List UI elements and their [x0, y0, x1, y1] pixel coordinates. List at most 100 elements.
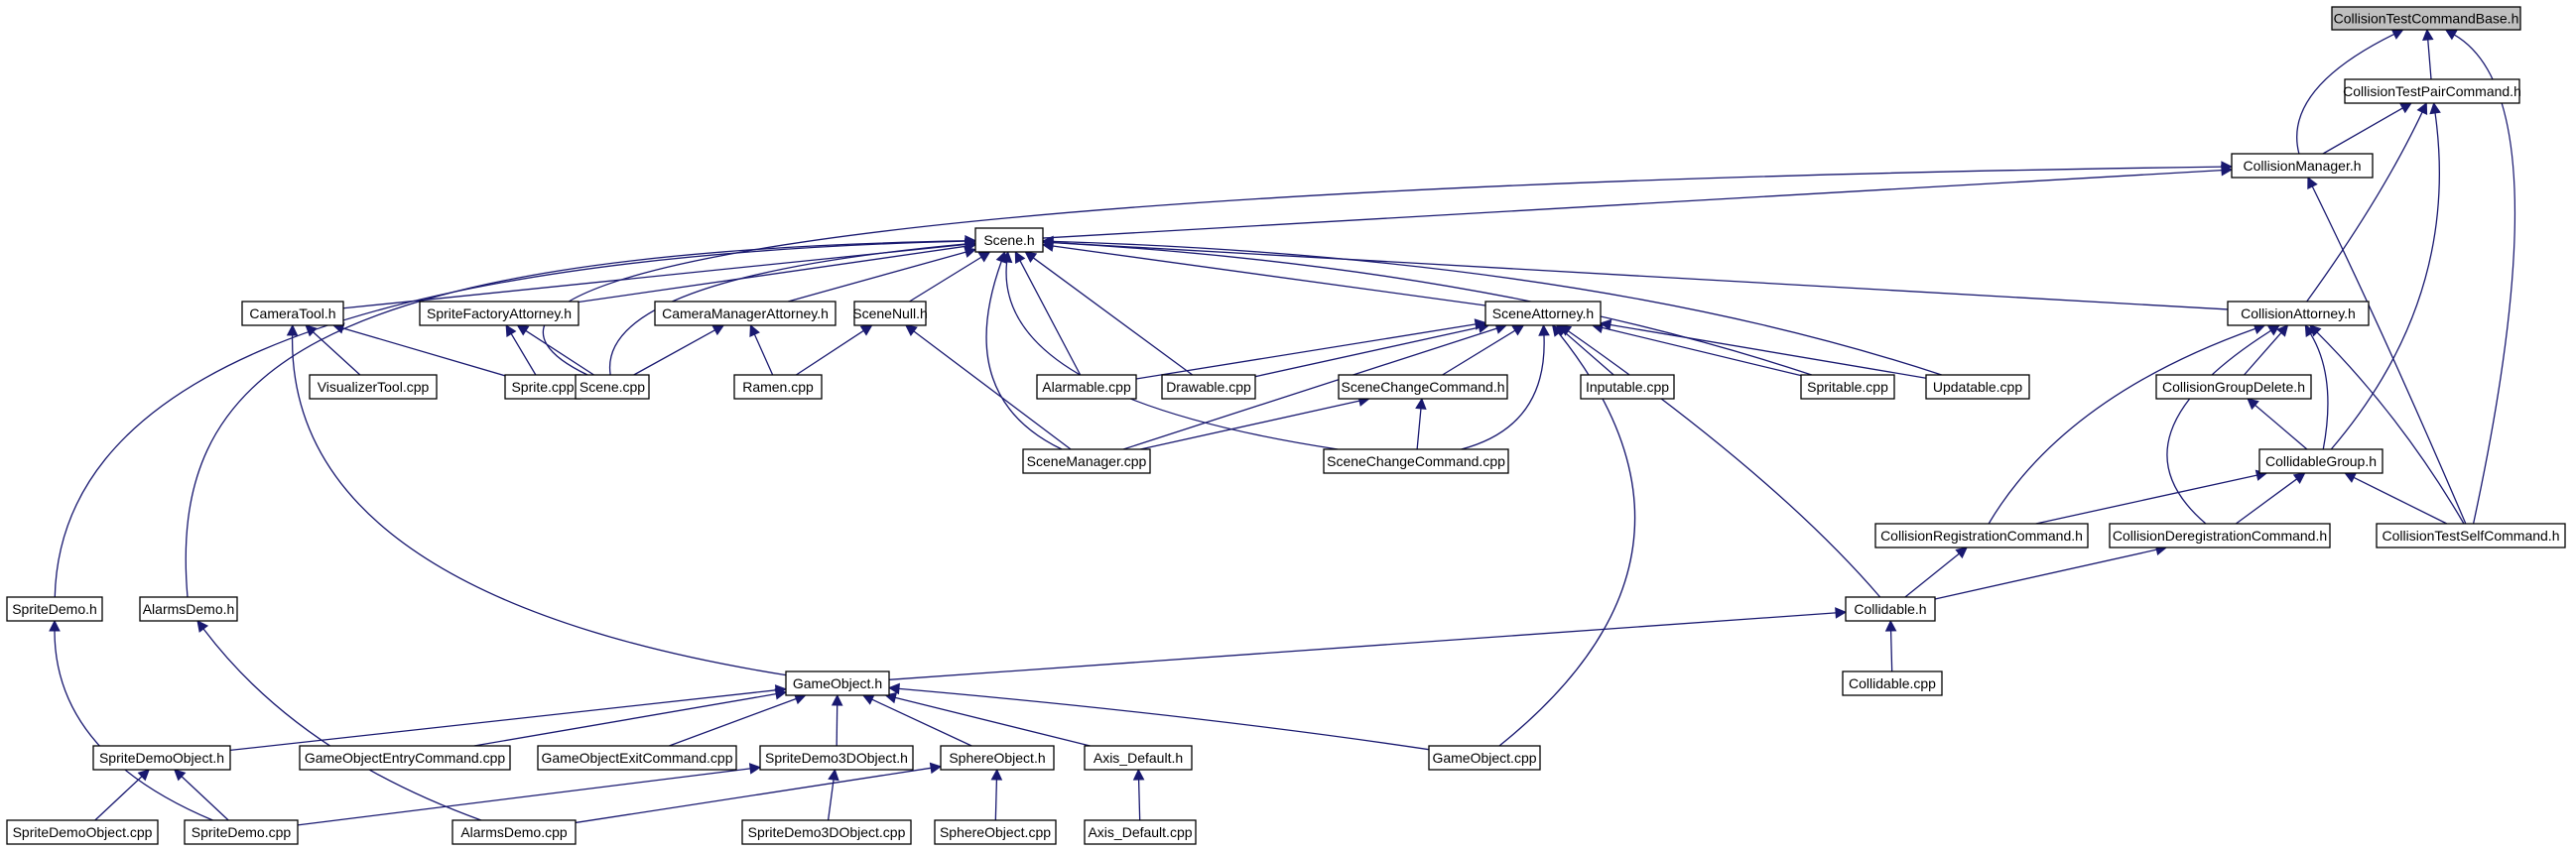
node-spritefactoryattorney-h[interactable]: SpriteFactoryAttorney.h: [419, 301, 580, 326]
node-label: VisualizerTool.cpp: [318, 379, 430, 395]
node-scenemanager-cpp[interactable]: SceneManager.cpp: [1022, 448, 1151, 474]
edge-SpriteDemo3DObject_cpp-to-SpriteDemo3DObject_h: [827, 768, 839, 821]
node-alarmsdemo-h[interactable]: AlarmsDemo.h: [139, 596, 238, 622]
node-cameramanagerattorney-h[interactable]: CameraManagerAttorney.h: [654, 301, 837, 326]
edge-Updatable_cpp-to-SceneAttorney_h: [1599, 318, 1927, 379]
node-collisiontestcommandbase-h[interactable]: CollisionTestCommandBase.h: [2331, 6, 2521, 31]
node-box: [1580, 374, 1675, 400]
node-box: [537, 745, 737, 771]
edge-arrowhead: [305, 324, 318, 337]
node-collisiontestpaircommand-h[interactable]: CollisionTestPairCommand.h: [2343, 78, 2521, 104]
edge-GameObject_cpp-to-GameObject_h: [887, 682, 1430, 751]
node-box: [241, 301, 344, 326]
node-sceneattorney-h[interactable]: SceneAttorney.h: [1484, 301, 1602, 326]
edge-CollisionAttorney_h-to-CollisionTestPairCommand_h: [2306, 101, 2428, 303]
node-gameobjectexitcommand-cpp[interactable]: GameObjectExitCommand.cpp: [537, 745, 737, 771]
node-spritedemo-cpp[interactable]: SpriteDemo.cpp: [184, 819, 299, 845]
edge-line: [94, 776, 143, 821]
node-spritedemoobject-h[interactable]: SpriteDemoObject.h: [92, 745, 231, 771]
node-scene-h[interactable]: Scene.h: [974, 227, 1044, 253]
node-cameratool-h[interactable]: CameraTool.h: [241, 301, 344, 326]
edge-Scene_cpp-to-CameraManagerAttorney_h: [633, 324, 725, 376]
edge-line: [1140, 400, 1360, 450]
node-label: SpriteDemo.cpp: [192, 824, 292, 840]
edge-line: [313, 331, 361, 376]
node-label: GameObjectExitCommand.cpp: [542, 750, 733, 766]
node-spritedemo3dobject-h[interactable]: SpriteDemo3DObject.h: [759, 745, 914, 771]
edge-line: [1934, 548, 2157, 600]
edge-arrowhead: [173, 769, 187, 782]
edge-line: [633, 329, 715, 376]
node-label: Inputable.cpp: [1586, 379, 1669, 395]
node-visualizertool-cpp[interactable]: VisualizerTool.cpp: [309, 374, 438, 400]
node-collisionmanager-h[interactable]: CollisionManager.h: [2231, 153, 2374, 179]
node-spritedemoobject-cpp[interactable]: SpriteDemoObject.cpp: [6, 819, 159, 845]
edge-line: [2311, 185, 2467, 525]
node-alarmable-cpp[interactable]: Alarmable.cpp: [1036, 374, 1137, 400]
edge-SceneChangeCommand_cpp-to-Scene_h: [1000, 250, 1339, 450]
edge-line: [994, 779, 998, 821]
node-box: [1036, 374, 1137, 400]
node-box: [785, 670, 890, 696]
edge-CollisionTestSelfCommand_h-to-CollisionAttorney_h: [2309, 324, 2465, 525]
node-spritedemo3dobject-cpp[interactable]: SpriteDemo3DObject.cpp: [741, 819, 912, 845]
edge-arrowhead: [1132, 768, 1145, 781]
node-box: [1842, 670, 1943, 696]
node-label: SpriteDemo.h: [12, 601, 97, 617]
node-collisiontestselfcommand-h[interactable]: CollisionTestSelfCommand.h: [2376, 523, 2566, 548]
node-scenechangecommand-h[interactable]: SceneChangeCommand.h: [1338, 374, 1508, 400]
node-label: CameraManagerAttorney.h: [662, 305, 829, 321]
node-collisiongroupdelete-h[interactable]: CollisionGroupDelete.h: [2155, 374, 2312, 400]
edge-line: [1442, 329, 1516, 376]
node-label: CollisionTestCommandBase.h: [2334, 11, 2519, 27]
edge-SceneNull_h-to-Scene_h: [909, 251, 991, 303]
node-scenechangecommand-cpp[interactable]: SceneChangeCommand.cpp: [1323, 448, 1509, 474]
node-drawable-cpp[interactable]: Drawable.cpp: [1161, 374, 1256, 400]
edge-line: [1052, 241, 1813, 376]
node-box: [1161, 374, 1256, 400]
edge-Collidable_h-to-CollisionRegistrationCommand_h: [1904, 547, 1968, 598]
edge-line: [871, 698, 972, 747]
node-box: [1022, 448, 1151, 474]
node-collisionregistrationcommand-h[interactable]: CollisionRegistrationCommand.h: [1874, 523, 2089, 548]
node-spritable-cpp[interactable]: Spritable.cpp: [1800, 374, 1895, 400]
node-collisionderegistrationcommand-h[interactable]: CollisionDeregistrationCommand.h: [2109, 523, 2331, 548]
node-collidablegroup-h[interactable]: CollidableGroup.h: [2258, 448, 2383, 474]
node-spritedemo-h[interactable]: SpriteDemo.h: [6, 596, 103, 622]
edge-arrowhead: [887, 682, 900, 695]
node-label: CollisionTestSelfCommand.h: [2383, 528, 2560, 544]
edge-line: [2166, 329, 2271, 525]
edge-line: [1019, 260, 1082, 376]
node-box: [940, 745, 1055, 771]
node-inputable-cpp[interactable]: Inputable.cpp: [1580, 374, 1675, 400]
node-sphereobject-h[interactable]: SphereObject.h: [940, 745, 1055, 771]
node-sprite-cpp[interactable]: Sprite.cpp: [504, 374, 581, 400]
node-ramen-cpp[interactable]: Ramen.cpp: [733, 374, 823, 400]
node-gameobjectentrycommand-cpp[interactable]: GameObjectEntryCommand.cpp: [299, 745, 511, 771]
node-axis-default-h[interactable]: Axis_Default.h: [1084, 745, 1193, 771]
node-sphereobject-cpp[interactable]: SphereObject.cpp: [934, 819, 1057, 845]
node-scene-cpp[interactable]: Scene.cpp: [575, 374, 650, 400]
node-collidable-cpp[interactable]: Collidable.cpp: [1842, 670, 1943, 696]
edge-line: [787, 251, 966, 303]
node-label: AlarmsDemo.cpp: [460, 824, 568, 840]
edge-line: [2316, 331, 2465, 525]
node-alarmsdemo-cpp[interactable]: AlarmsDemo.cpp: [451, 819, 577, 845]
node-axis-default-cpp[interactable]: Axis_Default.cpp: [1084, 819, 1197, 845]
node-box: [1428, 745, 1541, 771]
node-box: [654, 301, 837, 326]
edge-Updatable_cpp-to-Scene_h: [1041, 235, 1942, 376]
node-box: [419, 301, 580, 326]
edge-SceneChangeCommand_cpp-to-SceneChangeCommand_h: [1415, 397, 1427, 450]
node-updatable-cpp[interactable]: Updatable.cpp: [1925, 374, 2030, 400]
node-gameobject-h[interactable]: GameObject.h: [785, 670, 890, 696]
node-scenenull-h[interactable]: SceneNull.h: [852, 301, 928, 326]
edge-arrowhead: [2444, 29, 2458, 41]
edge-line: [2035, 474, 2257, 525]
edge-arrowhead: [2416, 101, 2428, 115]
node-layer: CollisionTestCommandBase.hCollisionTestP…: [6, 6, 2566, 845]
node-collidable-h[interactable]: Collidable.h: [1845, 596, 1936, 622]
node-collisionattorney-h[interactable]: CollisionAttorney.h: [2227, 301, 2370, 326]
node-gameobject-cpp[interactable]: GameObject.cpp: [1428, 745, 1541, 771]
node-box: [934, 819, 1057, 845]
